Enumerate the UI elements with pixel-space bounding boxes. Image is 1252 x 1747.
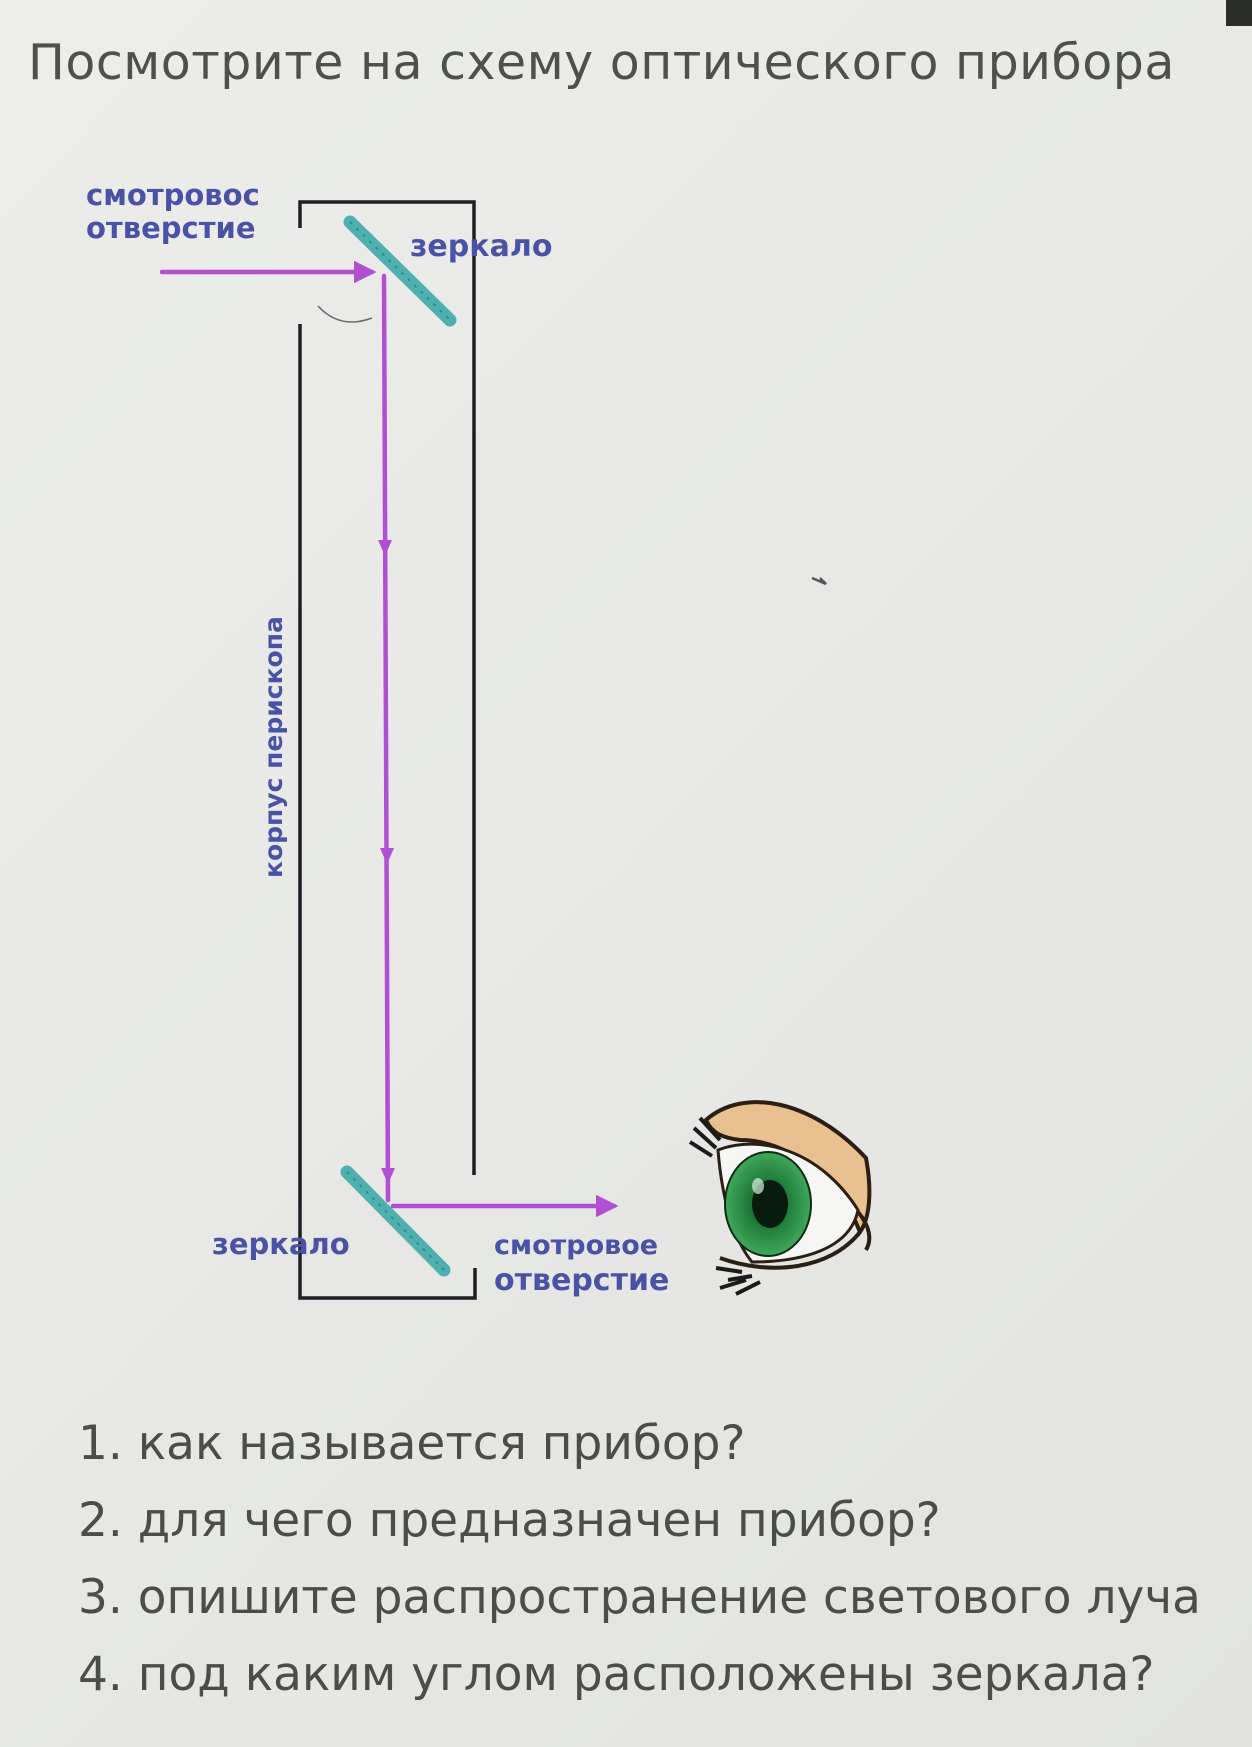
bottom-opening-label-line2: отверстие [494, 1263, 669, 1298]
top-mirror [343, 215, 457, 327]
question-item: 3. опишите распространение светового луч… [78, 1570, 1201, 1625]
stray-mark [811, 576, 827, 586]
question-item: 4. под каким углом расположены зеркала? [78, 1647, 1155, 1702]
question-item: 1. как называется прибор? [78, 1416, 746, 1471]
ray-direction-arrows [378, 540, 395, 1184]
down-arrow-icon [380, 848, 394, 864]
dark-corner [1226, 0, 1252, 26]
bottom-opening-label-line1: смотровое [494, 1230, 658, 1261]
down-arrow-icon [378, 540, 392, 556]
left-wall-line [298, 324, 477, 1300]
page-title: Посмотрите на схему оптического прибора [28, 34, 1175, 91]
bottom-mirror [340, 1165, 451, 1277]
top-opening-label-line2: отверстие [86, 211, 256, 245]
light-ray [159, 260, 619, 1218]
down-arrow-icon [381, 1168, 395, 1184]
top-mirror-label: зеркало [410, 229, 552, 264]
bottom-mirror-label: зеркало [212, 1227, 350, 1261]
body-label: корпус перископа [259, 616, 288, 878]
periscope-body [298, 200, 477, 1300]
vertical-ray [381, 273, 391, 1203]
reflection-sketch [317, 305, 373, 323]
question-list: 1. как называется прибор? 2. для чего пр… [78, 1405, 1201, 1713]
top-lid-line [298, 200, 476, 1175]
periscope-diagram: смотровос отверстие зеркало корпус перис… [86, 178, 872, 1300]
eye-icon [688, 1100, 872, 1296]
question-item: 2. для чего предназначен прибор? [78, 1493, 941, 1548]
top-opening-label-line1: смотровос [86, 178, 260, 212]
